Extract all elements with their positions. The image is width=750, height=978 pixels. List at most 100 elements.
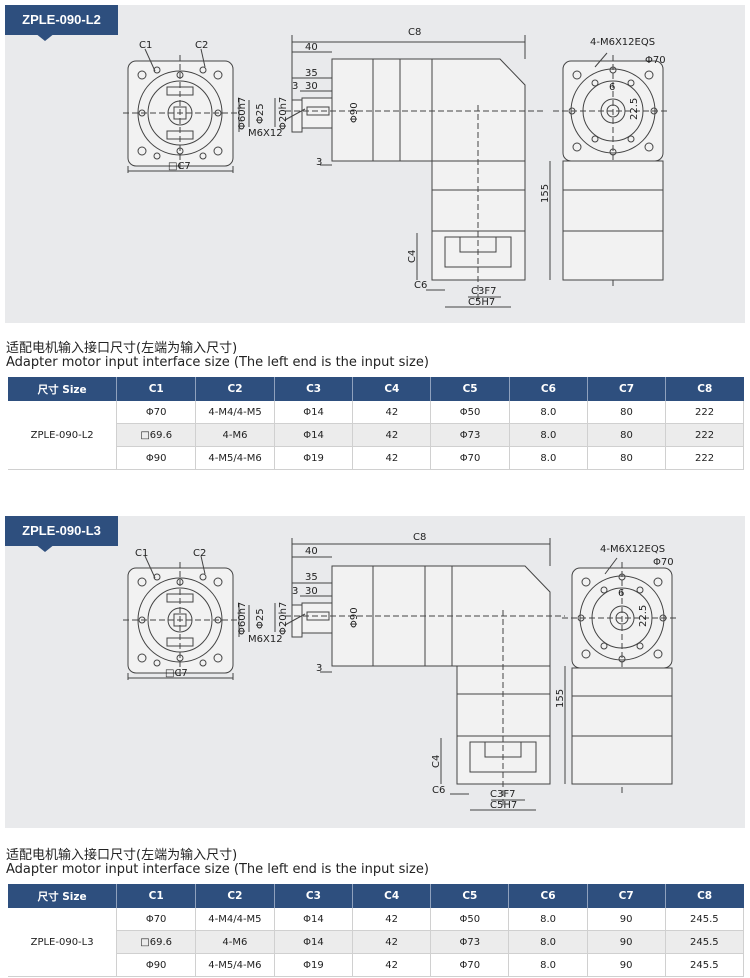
table-cell: 8.0 xyxy=(508,908,588,931)
table-cell: 8.0 xyxy=(509,446,588,470)
table-cell: Φ90 xyxy=(116,446,197,470)
label-3a: 3 xyxy=(292,586,298,597)
caption-en: Adapter motor input interface size (The … xyxy=(6,355,429,370)
table-cell: Φ19 xyxy=(274,446,354,470)
label-phi20: Φ20h7 xyxy=(278,602,289,635)
technical-drawing: C1 C2 □C7 C8 40 35 30 3 3 Φ60h7 Φ25 Φ20h… xyxy=(123,27,670,308)
label-phi25: Φ25 xyxy=(255,103,266,124)
size-table: 尺寸 Size C1 C2 C3 C4 C5 C6 C7 C8 ZPLE-090… xyxy=(8,884,745,977)
column-header: C8 xyxy=(665,377,744,401)
table-cell: 42 xyxy=(352,423,432,447)
table-cell: 90 xyxy=(587,953,666,977)
label-c5: C5H7 xyxy=(490,800,517,811)
table-cell: 42 xyxy=(352,908,432,931)
label-c7: □C7 xyxy=(168,161,191,172)
table-cell: 42 xyxy=(352,446,432,470)
model-tag: ZPLE-090-L2 xyxy=(5,5,118,41)
drawing-panel-l2: ZPLE-090-L2 xyxy=(5,5,745,323)
table-cell: 222 xyxy=(665,423,744,447)
table-cell: □69.6 xyxy=(116,930,197,954)
label-phi90: Φ90 xyxy=(349,102,360,123)
label-155: 155 xyxy=(540,184,551,203)
column-header: 尺寸 Size xyxy=(8,377,118,401)
label-30: 30 xyxy=(305,81,318,92)
table-cell: 90 xyxy=(587,908,666,931)
label-3b: 3 xyxy=(316,663,322,674)
column-header: C6 xyxy=(509,377,588,401)
label-c8: C8 xyxy=(413,532,426,543)
column-header: C1 xyxy=(116,884,197,908)
table-cell: 4-M6 xyxy=(195,423,275,447)
table-cell: 90 xyxy=(587,930,666,954)
label-6: 6 xyxy=(609,82,615,93)
label-c2: C2 xyxy=(195,40,208,51)
table-cell: 222 xyxy=(665,401,744,424)
label-phi70: Φ70 xyxy=(645,55,666,66)
label-holes: 4-M6X12EQS xyxy=(590,37,655,48)
model-tag: ZPLE-090-L3 xyxy=(5,516,118,552)
table-cell: Φ14 xyxy=(274,423,354,447)
table-cell: 4-M4/4-M5 xyxy=(195,908,275,931)
table-cell: 245.5 xyxy=(665,953,745,977)
label-c4: C4 xyxy=(407,250,418,263)
table-cell: Φ70 xyxy=(116,401,197,424)
size-table: 尺寸 Size C1 C2 C3 C4 C5 C6 C7 C8 ZPLE-090… xyxy=(8,377,744,470)
table-cell: Φ50 xyxy=(430,401,510,424)
table-cell: 8.0 xyxy=(509,423,588,447)
label-c1: C1 xyxy=(135,548,148,559)
label-m6x12: M6X12 xyxy=(248,634,283,645)
label-155: 155 xyxy=(555,689,566,708)
column-header: C3 xyxy=(274,884,354,908)
column-header: C8 xyxy=(665,884,744,908)
table-cell: 4-M4/4-M5 xyxy=(195,401,275,424)
table-cell: 222 xyxy=(665,446,744,470)
label-holes: 4-M6X12EQS xyxy=(600,544,665,555)
model-cell: ZPLE-090-L2 xyxy=(8,401,118,470)
table-cell: 80 xyxy=(587,423,667,447)
label-c6: C6 xyxy=(414,280,427,291)
label-22-5: 22.5 xyxy=(629,98,640,120)
label-c3: C3F7 xyxy=(490,789,515,800)
caption-en: Adapter motor input interface size (The … xyxy=(6,862,429,877)
drawing-panel-l3: ZPLE-090-L3 xyxy=(5,516,745,828)
table-cell: Φ14 xyxy=(274,908,354,931)
column-header: C7 xyxy=(587,377,667,401)
label-c6: C6 xyxy=(432,785,445,796)
column-header: C7 xyxy=(587,884,666,908)
table-cell: Φ14 xyxy=(274,930,354,954)
label-m6x12: M6X12 xyxy=(248,128,283,139)
caption-cn: 适配电机输入接口尺寸(左端为输入尺寸) xyxy=(6,848,238,863)
column-header: 尺寸 Size xyxy=(8,884,118,908)
table-cell: Φ90 xyxy=(116,953,197,977)
column-header: C5 xyxy=(430,884,510,908)
label-phi70: Φ70 xyxy=(653,557,674,568)
table-cell: 245.5 xyxy=(665,930,745,954)
table-cell: 80 xyxy=(587,446,667,470)
label-phi60: Φ60h7 xyxy=(237,602,248,635)
column-header: C6 xyxy=(508,884,588,908)
table-cell: Φ73 xyxy=(430,930,510,954)
table-cell: □69.6 xyxy=(116,423,197,447)
table-cell: 8.0 xyxy=(508,930,588,954)
model-tag-label: ZPLE-090-L2 xyxy=(5,5,118,35)
model-cell: ZPLE-090-L3 xyxy=(8,908,118,977)
table-cell: 4-M5/4-M6 xyxy=(195,446,275,470)
table-cell: 80 xyxy=(587,401,667,424)
caption-cn: 适配电机输入接口尺寸(左端为输入尺寸) xyxy=(6,341,238,356)
label-phi90: Φ90 xyxy=(349,607,360,628)
column-header: C4 xyxy=(352,377,432,401)
label-c5: C5H7 xyxy=(468,297,495,308)
table-cell: Φ70 xyxy=(430,953,510,977)
label-6: 6 xyxy=(618,588,624,599)
label-3a: 3 xyxy=(292,81,298,92)
label-40: 40 xyxy=(305,546,318,557)
table-cell: Φ14 xyxy=(274,401,354,424)
column-header: C3 xyxy=(274,377,354,401)
table-cell: Φ19 xyxy=(274,953,354,977)
table-cell: 42 xyxy=(352,953,432,977)
label-35: 35 xyxy=(305,572,318,583)
table-cell: Φ70 xyxy=(430,446,510,470)
